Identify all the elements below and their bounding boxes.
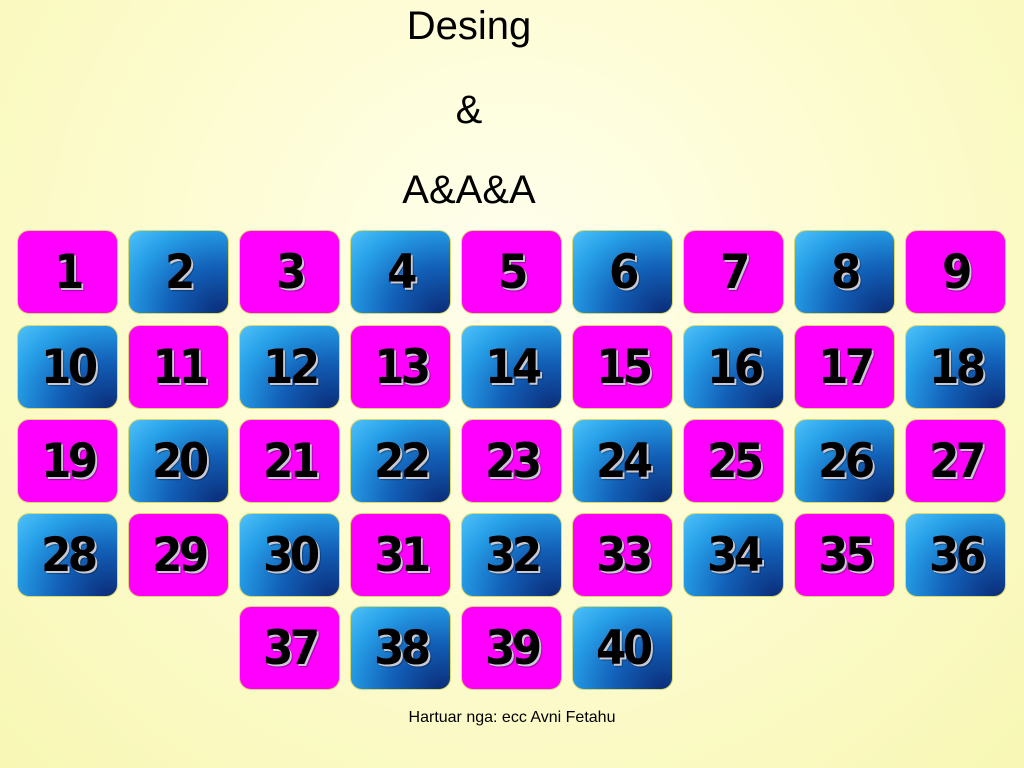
number-tile-25[interactable]: 25 <box>683 419 784 503</box>
title-line-2: & <box>455 88 483 132</box>
number-tile-40[interactable]: 40 <box>572 606 673 690</box>
number-tile-26[interactable]: 26 <box>794 419 895 503</box>
number-tile-21[interactable]: 21 <box>239 419 340 503</box>
tile-number-label: 32 <box>484 527 542 583</box>
tile-number-label: 16 <box>706 339 764 395</box>
tile-number-label: 33 <box>595 527 653 583</box>
number-tile-13[interactable]: 13 <box>350 325 451 409</box>
tile-number-label: 40 <box>595 620 653 676</box>
tile-number-label: 24 <box>595 433 653 489</box>
number-tile-15[interactable]: 15 <box>572 325 673 409</box>
tile-number-label: 2 <box>165 244 195 300</box>
number-tile-24[interactable]: 24 <box>572 419 673 503</box>
number-tile-14[interactable]: 14 <box>461 325 562 409</box>
number-tile-29[interactable]: 29 <box>128 513 229 597</box>
number-tile-31[interactable]: 31 <box>350 513 451 597</box>
number-tile-33[interactable]: 33 <box>572 513 673 597</box>
tile-number-label: 34 <box>706 527 764 583</box>
number-tile-32[interactable]: 32 <box>461 513 562 597</box>
tile-number-label: 14 <box>484 339 542 395</box>
tile-number-label: 20 <box>151 433 209 489</box>
number-tile-19[interactable]: 19 <box>17 419 118 503</box>
tile-number-label: 9 <box>942 244 972 300</box>
number-tile-28[interactable]: 28 <box>17 513 118 597</box>
number-tile-1[interactable]: 1 <box>17 230 118 314</box>
number-tile-4[interactable]: 4 <box>350 230 451 314</box>
tile-number-label: 10 <box>40 339 98 395</box>
number-tile-30[interactable]: 30 <box>239 513 340 597</box>
tile-number-label: 8 <box>831 244 861 300</box>
number-tile-18[interactable]: 18 <box>905 325 1006 409</box>
number-tile-20[interactable]: 20 <box>128 419 229 503</box>
number-tile-10[interactable]: 10 <box>17 325 118 409</box>
tile-number-label: 35 <box>817 527 875 583</box>
number-tile-38[interactable]: 38 <box>350 606 451 690</box>
number-tile-9[interactable]: 9 <box>905 230 1006 314</box>
number-tile-16[interactable]: 16 <box>683 325 784 409</box>
tile-number-label: 39 <box>484 620 542 676</box>
number-tile-37[interactable]: 37 <box>239 606 340 690</box>
tile-number-label: 31 <box>373 527 431 583</box>
tile-number-label: 19 <box>40 433 98 489</box>
tile-number-label: 25 <box>706 433 764 489</box>
tile-number-label: 13 <box>373 339 431 395</box>
tile-number-label: 7 <box>720 244 750 300</box>
number-tile-34[interactable]: 34 <box>683 513 784 597</box>
tile-number-label: 26 <box>817 433 875 489</box>
number-tile-17[interactable]: 17 <box>794 325 895 409</box>
number-tile-8[interactable]: 8 <box>794 230 895 314</box>
tile-number-label: 4 <box>387 244 417 300</box>
footer-credit: Hartuar nga: ecc Avni Fetahu <box>408 709 616 726</box>
tile-number-label: 12 <box>262 339 320 395</box>
tile-number-label: 30 <box>262 527 320 583</box>
tile-number-label: 29 <box>151 527 209 583</box>
number-tile-39[interactable]: 39 <box>461 606 562 690</box>
number-tile-7[interactable]: 7 <box>683 230 784 314</box>
number-tile-22[interactable]: 22 <box>350 419 451 503</box>
tile-number-label: 15 <box>595 339 653 395</box>
tile-number-label: 28 <box>40 527 98 583</box>
tile-number-label: 37 <box>262 620 320 676</box>
tile-number-label: 1 <box>54 244 84 300</box>
tile-number-label: 11 <box>151 339 209 395</box>
tile-number-label: 3 <box>276 244 306 300</box>
number-tile-12[interactable]: 12 <box>239 325 340 409</box>
tile-number-label: 36 <box>928 527 986 583</box>
tile-number-label: 18 <box>928 339 986 395</box>
number-tile-6[interactable]: 6 <box>572 230 673 314</box>
tile-number-label: 27 <box>928 433 986 489</box>
tile-number-label: 5 <box>498 244 528 300</box>
title-line-1: Desing <box>406 4 532 48</box>
number-tile-11[interactable]: 11 <box>128 325 229 409</box>
tile-number-label: 6 <box>609 244 639 300</box>
number-tile-5[interactable]: 5 <box>461 230 562 314</box>
tile-number-label: 21 <box>262 433 320 489</box>
number-tile-35[interactable]: 35 <box>794 513 895 597</box>
tile-number-label: 17 <box>817 339 875 395</box>
tile-number-label: 23 <box>484 433 542 489</box>
number-tile-36[interactable]: 36 <box>905 513 1006 597</box>
number-tile-2[interactable]: 2 <box>128 230 229 314</box>
tile-number-label: 38 <box>373 620 431 676</box>
number-tile-23[interactable]: 23 <box>461 419 562 503</box>
tile-number-label: 22 <box>373 433 431 489</box>
number-tile-27[interactable]: 27 <box>905 419 1006 503</box>
number-tile-3[interactable]: 3 <box>239 230 340 314</box>
title-line-3: A&A&A <box>402 168 536 212</box>
